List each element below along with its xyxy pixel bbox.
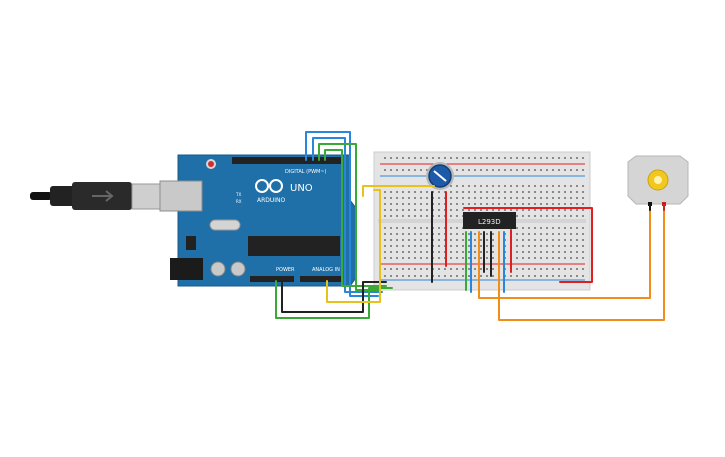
wire-green-2 — [324, 149, 387, 287]
crystal-oscillator — [209, 219, 241, 231]
rx-label: RX — [236, 199, 242, 204]
power-label: POWER — [276, 267, 295, 273]
arduino-model-text: UNO — [290, 183, 313, 194]
arduino-board[interactable]: ARDUINO UNO DIGITAL (PWM~) TX RX POWER A… — [159, 154, 357, 287]
wire-red-rail — [463, 207, 593, 283]
wire-orange-motor-1 — [478, 205, 651, 299]
reset-button[interactable] — [208, 161, 214, 167]
arduino-brand-text: ARDUINO — [257, 197, 286, 204]
breadboard-holes — [384, 157, 584, 277]
analog-header — [300, 276, 342, 282]
wire-blue-1 — [305, 131, 379, 297]
voltage-regulator — [186, 236, 196, 250]
wire-blue-2 — [312, 137, 383, 293]
dc-motor[interactable] — [627, 155, 689, 206]
wire-yellow-pot — [362, 185, 435, 197]
arduino-logo-icon — [255, 179, 283, 193]
tx-label: TX — [235, 192, 241, 197]
capacitor-2 — [230, 261, 246, 277]
potentiometer-knob-indicator — [433, 170, 447, 182]
analog-in-label: ANALOG IN — [312, 267, 340, 273]
potentiometer[interactable] — [426, 162, 454, 190]
l293d-ic[interactable]: L293D — [463, 212, 516, 229]
capacitor-1 — [210, 261, 226, 277]
usb-cable — [30, 182, 168, 210]
wire-orange-motor-2 — [498, 205, 665, 321]
usb-port — [159, 180, 203, 212]
power-header — [250, 276, 294, 282]
wire-green-power — [275, 280, 393, 319]
wires — [275, 131, 665, 321]
wire-black-gnd — [281, 280, 387, 313]
digital-header — [232, 157, 342, 164]
ic-label: L293D — [478, 218, 501, 226]
power-jack — [170, 258, 203, 280]
wire-yellow-analog — [326, 189, 381, 303]
microcontroller-chip — [248, 236, 340, 256]
digital-header-label: DIGITAL (PWM~) — [285, 169, 327, 175]
